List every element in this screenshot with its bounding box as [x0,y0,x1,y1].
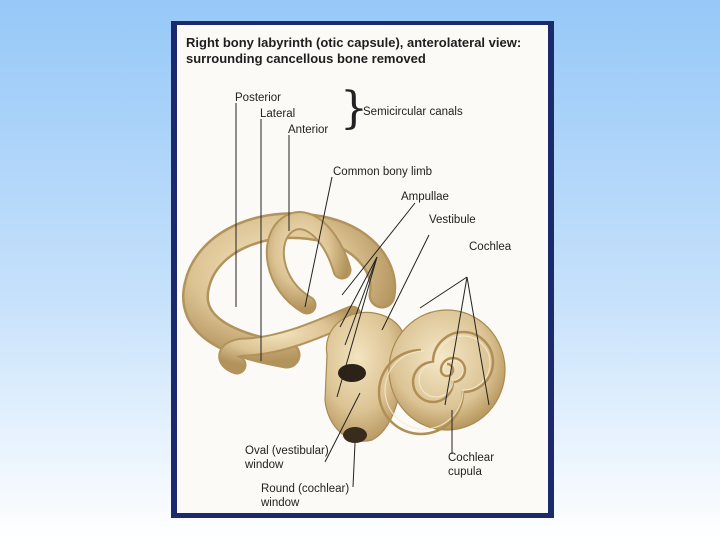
round-window [343,427,367,443]
label-round-window-line1: Round (cochlear) [261,483,349,496]
figure-frame: Right bony labyrinth (otic capsule), ant… [171,21,554,518]
label-lateral: Lateral [260,108,295,121]
label-cochlear-cupula-line1: Cochlear [448,452,494,465]
figure-plate: Right bony labyrinth (otic capsule), ant… [177,25,548,513]
anterior-semicircular-canal [275,221,342,305]
label-vestibule: Vestibule [429,214,476,227]
figure-title-line-1: Right bony labyrinth (otic capsule), ant… [186,35,521,50]
label-round-window-line2: window [261,497,299,510]
label-ampullae: Ampullae [401,191,449,204]
label-posterior: Posterior [235,92,281,105]
figure-title-line-2: surrounding cancellous bone removed [186,51,426,66]
label-cochlear-cupula-line2: cupula [448,466,482,479]
label-oval-window-line2: window [245,459,283,472]
label-common-bony-limb: Common bony limb [333,166,432,179]
label-cochlea: Cochlea [469,241,511,254]
label-semicircular-canals: Semicircular canals [363,106,463,119]
label-anterior: Anterior [288,124,328,137]
label-oval-window-line1: Oval (vestibular) [245,445,329,458]
